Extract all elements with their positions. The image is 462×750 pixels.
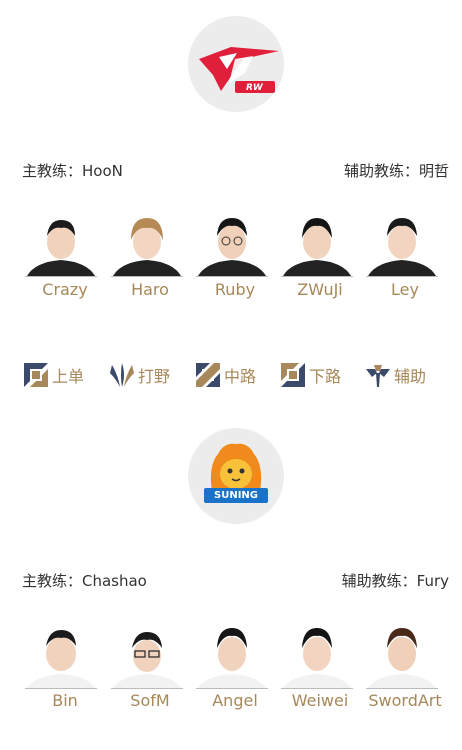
player-name: Bin xyxy=(52,691,78,710)
team2-logo: SUNING xyxy=(188,428,284,524)
mid-lane-icon xyxy=(196,363,220,387)
role-support: 辅助 xyxy=(364,360,426,390)
player-name: ZWuJi xyxy=(297,280,343,299)
team1-head-coach: 主教练：HooN xyxy=(22,162,123,180)
team1-logo: RW xyxy=(188,16,284,112)
player-portrait xyxy=(276,624,358,689)
role-legend: 上单 打野 中路 下路 辅助 xyxy=(22,360,442,394)
player-portrait xyxy=(106,212,188,277)
team1-assistant-coach: 辅助教练：明哲 xyxy=(343,162,449,180)
team2-head-coach: 主教练：Chashao xyxy=(22,572,147,590)
role-label: 辅助 xyxy=(394,367,427,386)
team1-logo-text: RW xyxy=(246,83,263,93)
player-name: Angel xyxy=(212,691,258,710)
player-portrait xyxy=(361,624,443,689)
role-label: 中路 xyxy=(224,367,257,386)
jungle-icon xyxy=(110,363,134,387)
role-label: 打野 xyxy=(138,367,171,386)
role-label: 上单 xyxy=(52,367,85,386)
bot-lane-icon xyxy=(281,363,305,387)
player-name: Ley xyxy=(391,280,419,299)
player-portrait xyxy=(20,212,102,277)
player-name: Ruby xyxy=(214,280,256,299)
player-name: SofM xyxy=(130,691,170,710)
player-portrait xyxy=(276,212,358,277)
role-label: 下路 xyxy=(309,367,342,386)
role-mid: 中路 xyxy=(194,360,256,390)
role-top: 上单 xyxy=(22,360,84,390)
role-bot: 下路 xyxy=(279,360,341,390)
team2-assistant-coach: 辅助教练：Fury xyxy=(341,572,449,590)
team2-roster xyxy=(20,624,443,689)
player-name: Haro xyxy=(131,280,169,299)
player-portrait xyxy=(191,624,273,689)
team1-roster xyxy=(20,212,443,277)
player-portrait xyxy=(191,212,273,277)
team2-logo-text: SUNING xyxy=(214,490,258,501)
player-name: Weiwei xyxy=(291,691,349,710)
player-portrait xyxy=(361,212,443,277)
team2-coaches: 主教练：Chashao 辅助教练：Fury xyxy=(22,570,449,591)
suning-lion-logo-icon xyxy=(204,443,268,503)
player-name: SwordArt xyxy=(368,691,442,710)
player-portrait xyxy=(106,624,188,689)
top-lane-icon xyxy=(24,363,48,387)
role-jungle: 打野 xyxy=(108,360,170,390)
rw-logo-icon xyxy=(199,47,279,93)
player-name: Crazy xyxy=(42,280,88,299)
support-icon xyxy=(366,365,390,387)
player-portrait xyxy=(20,624,102,689)
team1-coaches: 主教练：HooN 辅助教练：明哲 xyxy=(22,160,449,181)
